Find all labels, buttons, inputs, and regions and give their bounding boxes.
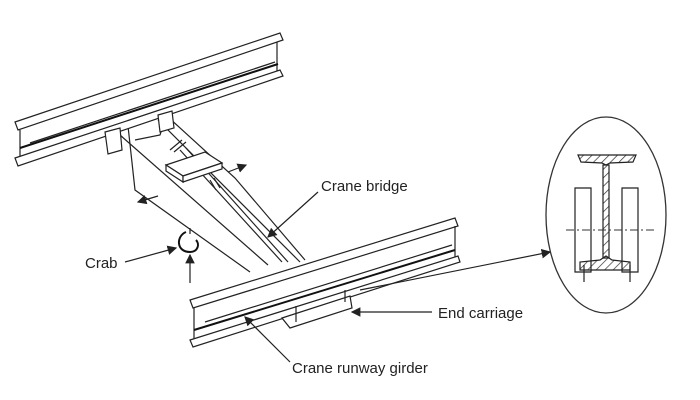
crane-bridge <box>119 116 306 273</box>
trolley <box>164 139 224 191</box>
label-end-carriage: End carriage <box>438 305 523 322</box>
label-crab: Crab <box>85 255 118 272</box>
leader-lines <box>124 191 552 363</box>
cross-section-detail <box>545 116 667 314</box>
label-crane-bridge: Crane bridge <box>321 178 408 195</box>
upper-end-carriage <box>104 110 175 155</box>
motion-arrows <box>136 163 248 283</box>
lower-runway-girder <box>189 217 461 348</box>
upper-runway-girder <box>14 32 284 167</box>
hook-icon <box>178 228 199 254</box>
label-crane-runway-girder: Crane runway girder <box>292 360 428 377</box>
